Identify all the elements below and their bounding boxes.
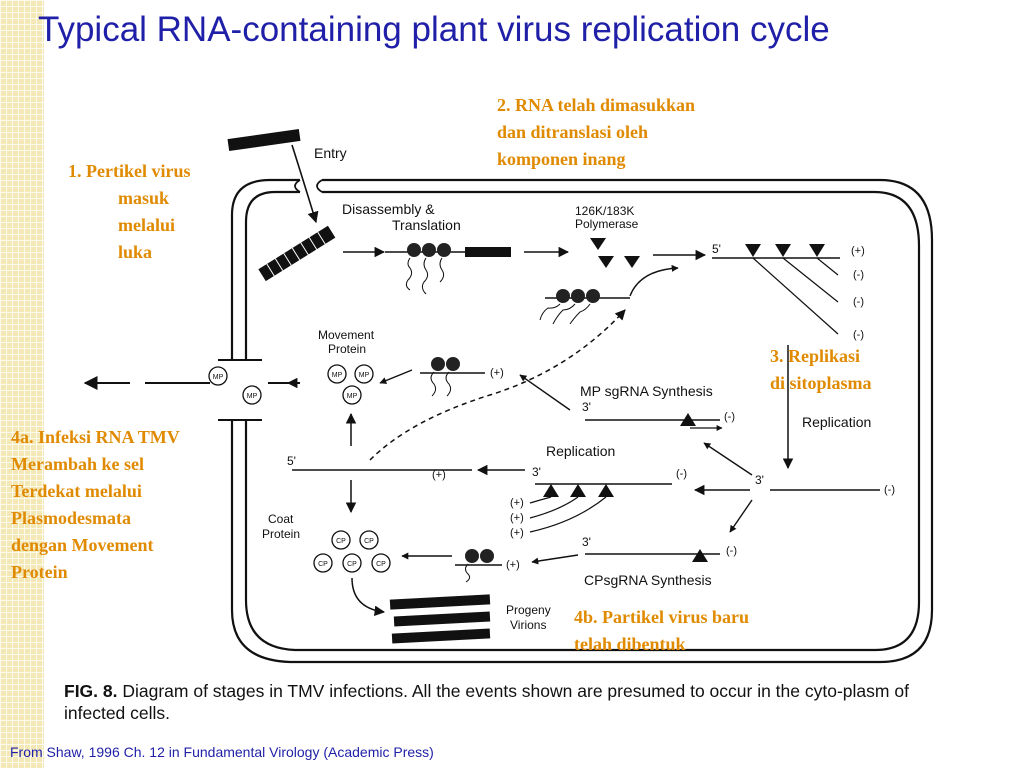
replication-label-right: Replication — [802, 414, 871, 430]
cp-particles — [313, 530, 391, 573]
arrow-minus-to-cp-sgrna — [729, 499, 753, 533]
ribosomes-mp — [431, 357, 460, 371]
progeny-virions — [389, 594, 491, 644]
note-step2: 2. RNA telah dimasukkan dan ditranslasi … — [497, 95, 696, 169]
arrow-minus-to-mp-sgrna — [703, 442, 753, 476]
svg-text:MP: MP — [347, 393, 358, 400]
arrow-cp-sgrna-left — [531, 554, 579, 565]
five-prime-top: 5' — [712, 242, 721, 256]
svg-text:MP: MP — [213, 374, 224, 381]
wound-gap — [294, 179, 323, 193]
svg-text:(-): (-) — [726, 545, 737, 557]
svg-text:3': 3' — [532, 465, 541, 479]
svg-text:(-): (-) — [853, 269, 864, 281]
cell-wall — [230, 178, 934, 664]
arrow-mp-sgrna-to-translation — [519, 374, 571, 411]
ribosomes-cp — [465, 549, 494, 563]
figure-caption-text: Diagram of stages in TMV infections. All… — [64, 681, 909, 723]
svg-text:(-): (-) — [676, 468, 687, 480]
svg-text:3': 3' — [582, 535, 591, 549]
ribosomes-translation — [407, 243, 451, 257]
svg-text:(-): (-) — [884, 484, 895, 496]
svg-text:(+): (+) — [510, 512, 524, 524]
cp-sgrna-label: CPsgRNA Synthesis — [584, 572, 712, 588]
svg-text:CP: CP — [347, 561, 357, 568]
replication-label-center: Replication — [546, 443, 615, 459]
entry-arrow — [291, 144, 319, 224]
progeny-label-2: Virions — [510, 618, 546, 632]
note-step3: 3. Replikasi di sitoplasma — [770, 346, 872, 393]
svg-text:(+): (+) — [510, 527, 524, 539]
svg-text:(+): (+) — [506, 559, 520, 571]
polymerase-on-template — [745, 244, 825, 257]
polymerase-label-1: 126K/183K — [575, 204, 634, 218]
plasmodesma — [218, 359, 262, 421]
movement-protein-label-1: Movement — [318, 328, 375, 342]
svg-text:(+): (+) — [432, 469, 446, 481]
svg-text:(+): (+) — [851, 245, 865, 257]
svg-text:MP: MP — [332, 372, 343, 379]
arrow-translation-to-mp — [379, 369, 413, 384]
polymerase-replication-center — [543, 484, 614, 497]
figure-caption: FIG. 8. Diagram of stages in TMV infecti… — [64, 680, 964, 724]
virion-rod-disassembling — [258, 225, 336, 282]
virion-fragment — [465, 247, 511, 257]
coat-protein-label-2: Protein — [262, 527, 300, 541]
svg-text:3': 3' — [582, 400, 591, 414]
slide-title: Typical RNA-containing plant virus repli… — [38, 10, 830, 49]
svg-text:(-): (-) — [853, 329, 864, 341]
progeny-label-1: Progeny — [506, 603, 551, 617]
svg-text:CP: CP — [376, 561, 386, 568]
mp-sgrna-label: MP sgRNA Synthesis — [580, 383, 713, 399]
nascent-polypeptides — [405, 257, 445, 295]
ribosomes-translation-2 — [556, 289, 600, 303]
svg-text:3': 3' — [755, 473, 764, 487]
mp-particles — [208, 364, 374, 405]
svg-text:(+): (+) — [490, 367, 504, 379]
entry-label: Entry — [314, 145, 347, 161]
arrow-cp-to-virions — [351, 577, 386, 617]
svg-text:CP: CP — [336, 538, 346, 545]
svg-text:(+): (+) — [510, 497, 524, 509]
note-step4a: 4a. Infeksi RNA TMV Merambah ke sel Terd… — [11, 427, 180, 582]
coat-protein-label-1: Coat — [268, 512, 294, 526]
disassembly-label-1: Disassembly & — [342, 201, 435, 217]
svg-text:CP: CP — [318, 561, 328, 568]
virion-rod-entry — [227, 129, 301, 151]
svg-text:(-): (-) — [724, 411, 735, 423]
disassembly-label-2: Translation — [392, 217, 461, 233]
arrow-polypeptide-up — [629, 264, 679, 297]
svg-text:MP: MP — [359, 372, 370, 379]
polymerase-triangles — [590, 238, 640, 268]
decorative-side-band — [0, 0, 44, 768]
source-citation: From Shaw, 1996 Ch. 12 in Fundamental Vi… — [10, 744, 434, 760]
note-step1: 1. Pertikel virus masuk melalui luka — [68, 161, 191, 262]
movement-protein-label-2: Protein — [328, 342, 366, 356]
dashed-path-plus-strand — [369, 309, 626, 461]
note-step4b: 4b. Partikel virus baru telah dibentuk — [574, 607, 750, 654]
svg-text:(-): (-) — [853, 296, 864, 308]
svg-text:MP: MP — [247, 393, 258, 400]
svg-text:CP: CP — [364, 538, 374, 545]
polymerase-label-2: Polymerase — [575, 217, 639, 231]
figure-label: FIG. 8. — [64, 681, 118, 701]
svg-text:5': 5' — [287, 454, 296, 468]
